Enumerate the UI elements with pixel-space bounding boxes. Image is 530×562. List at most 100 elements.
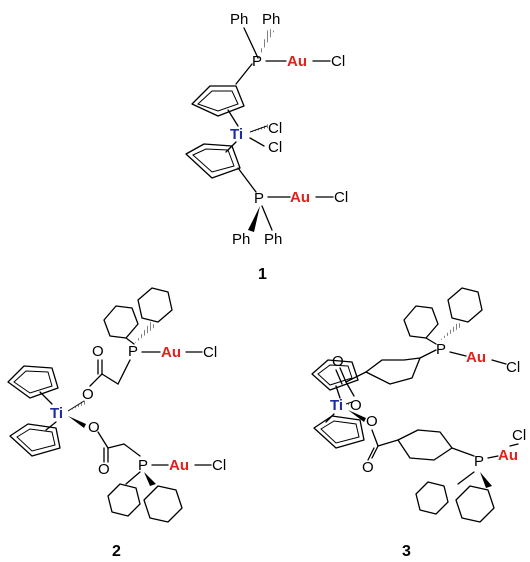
- c3-bond: [449, 351, 467, 357]
- c3-cp-inner: [317, 364, 353, 386]
- c3-cp-bottom: [313, 415, 365, 449]
- compound-2: P Au Cl O O Ti O O P Au: [7, 287, 226, 560]
- c3-cl-top: Cl: [506, 359, 520, 376]
- c2-bond: [125, 337, 135, 345]
- c1-ti: Ti: [230, 126, 243, 143]
- c3-p-bottom: P: [474, 453, 484, 470]
- c3-bond: [345, 371, 367, 383]
- c1-bond: [261, 205, 273, 231]
- c3-bond: [457, 471, 475, 485]
- c1-ph-top-right: Ph: [262, 11, 280, 28]
- c1-ph-bottom-left: Ph: [232, 231, 250, 248]
- c2-bond: [89, 373, 103, 387]
- c3-o-top-carbonyl: O: [332, 353, 344, 370]
- c3-benzoate-bottom: [397, 429, 453, 461]
- c2-bond: [123, 443, 141, 457]
- c3-au-bottom: Au: [498, 447, 518, 464]
- c1-bond: [249, 125, 268, 133]
- c3-phenyl-1: [403, 305, 439, 339]
- c2-bond: [117, 359, 131, 385]
- c1-cl-bottom: Cl: [334, 189, 348, 206]
- c2-hash-wedge: [134, 322, 156, 344]
- c1-ph-top-left: Ph: [230, 11, 248, 28]
- c3-bond: [335, 385, 341, 399]
- c1-au-bottom: Au: [290, 189, 310, 206]
- c3-bond: [451, 447, 475, 457]
- c3-hash-wedge: [438, 322, 462, 342]
- c3-bond: [371, 445, 379, 459]
- c2-phenyl-4: [143, 485, 183, 523]
- c1-ph-bottom-right: Ph: [264, 231, 282, 248]
- c3-bond: [419, 349, 437, 359]
- c2-p-top: P: [128, 343, 138, 360]
- c2-o-top-carbonyl: O: [92, 343, 104, 360]
- c1-bond: [227, 109, 239, 127]
- c2-wedge: [144, 472, 156, 486]
- c2-bond: [107, 443, 125, 449]
- c1-cp-top: [191, 85, 245, 117]
- c3-cl-bottom: Cl: [512, 427, 526, 444]
- compound-1: Ph Ph P Au Cl Ti Cl Cl P Au Cl: [185, 11, 348, 283]
- c2-p-bottom: P: [138, 457, 148, 474]
- c2-cp-top: [7, 365, 59, 399]
- c2-au-bottom: Au: [169, 457, 189, 474]
- c2-wedge: [68, 416, 86, 428]
- c1-bond: [249, 137, 265, 147]
- c3-bond: [339, 367, 347, 383]
- c2-phenyl-1: [103, 305, 139, 339]
- c2-o-bottom-ester: O: [88, 419, 100, 436]
- c2-bond: [39, 391, 53, 405]
- compound-1-label: 1: [258, 266, 267, 283]
- c2-bond: [67, 400, 85, 412]
- c1-cp-inner: [197, 90, 239, 112]
- c1-bond: [235, 63, 253, 85]
- c3-au-top: Au: [466, 349, 486, 366]
- c2-cp-bottom: [9, 423, 61, 457]
- c2-bond: [125, 471, 141, 485]
- c3-phenyl-4: [455, 485, 495, 523]
- c3-phenyl-3: [415, 481, 449, 515]
- c1-cp-inner: [192, 148, 235, 173]
- compound-2-label: 2: [112, 543, 121, 560]
- c2-o-bottom-carbonyl: O: [98, 461, 110, 478]
- c2-cp-inner: [13, 370, 53, 394]
- c2-cl-bottom: Cl: [212, 457, 226, 474]
- c2-cp-inner: [16, 428, 56, 452]
- c2-bond: [45, 421, 57, 431]
- c3-wedge: [348, 410, 366, 422]
- c3-bond: [487, 455, 499, 459]
- c1-cl-top: Cl: [331, 53, 345, 70]
- c1-p-top: P: [252, 53, 262, 70]
- c3-ti: Ti: [330, 397, 343, 414]
- c1-hash-wedge: [258, 28, 274, 58]
- c3-o-top-ester: O: [350, 397, 362, 414]
- c3-bond: [367, 447, 375, 461]
- compound-3-label: 3: [402, 543, 411, 560]
- c2-phenyl-3: [107, 483, 141, 517]
- c1-au-top: Au: [287, 53, 307, 70]
- c3-o-bottom-carbonyl: O: [362, 459, 374, 476]
- c2-au-top: Au: [161, 344, 181, 361]
- c1-p-bottom: P: [254, 190, 264, 207]
- c1-bond: [237, 167, 257, 193]
- c3-p-top: P: [436, 341, 446, 358]
- c3-benzoate-top: [365, 357, 421, 385]
- c1-wedge: [248, 206, 260, 232]
- c1-bond: [243, 27, 259, 59]
- c1-cl-ti-2: Cl: [268, 139, 282, 156]
- c3-bond: [509, 443, 519, 447]
- c3-bond: [377, 439, 399, 447]
- c2-cl-top: Cl: [203, 344, 217, 361]
- c3-bond: [491, 359, 507, 365]
- c2-ti: Ti: [50, 405, 63, 422]
- c2-phenyl-2: [137, 287, 173, 323]
- c3-bond: [345, 401, 353, 405]
- c1-cp-bottom: [185, 143, 241, 179]
- c2-bond: [97, 431, 109, 449]
- c3-o-bottom-ester: O: [366, 413, 378, 430]
- c3-phenyl-2: [447, 287, 483, 323]
- c1-bond: [225, 141, 237, 153]
- c3-cp-top: [311, 359, 359, 391]
